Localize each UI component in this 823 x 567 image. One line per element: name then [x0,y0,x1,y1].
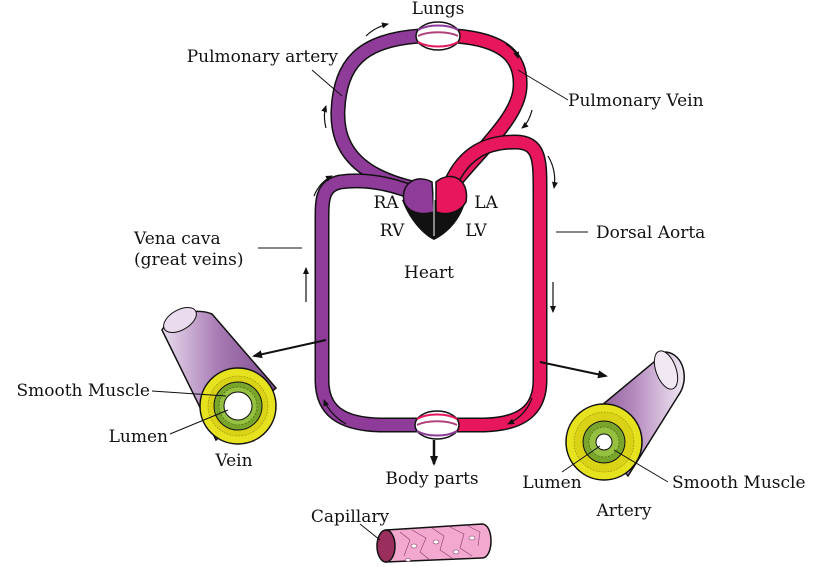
label-capillary: Capillary [311,507,390,527]
leader-lines [151,69,669,541]
label-dorsal-aorta: Dorsal Aorta [596,223,705,243]
label-vein: Vein [214,451,252,471]
label-heart: Heart [404,263,454,283]
vein-lumen [223,391,253,421]
left-atrium [435,175,468,215]
flow-arrows [303,22,558,425]
label-lungs: Lungs [412,0,465,19]
label-smooth-muscle-artery: Smooth Muscle [672,473,806,493]
leader-pulmonary-artery [311,69,343,97]
label-pulmonary-artery: Pulmonary artery [187,47,339,67]
flow-arrow [321,105,327,129]
pulmonary-circuit [330,21,528,198]
flow-arrow [323,399,347,425]
systemic-circuit [314,134,548,440]
label-vena-cava: Vena cava [133,229,221,249]
label-rv: RV [380,221,405,241]
flow-arrow [547,155,558,189]
capillary-illustration [376,523,492,563]
flow-arrow [365,22,389,37]
leader-smooth-muscle-artery [613,449,669,483]
lungs-capillary-bed [415,21,461,51]
vena-cava-vessel [314,173,424,433]
leader-smooth-muscle-vein [151,390,227,397]
flow-arrow [521,109,533,129]
label-great-veins: (great veins) [134,250,243,270]
label-lv: LV [465,221,487,241]
label-artery: Artery [595,501,651,521]
artery-cross-section [565,350,685,481]
heart [402,175,468,240]
vein-cross-section [161,307,278,445]
label-pulmonary-vein: Pulmonary Vein [568,91,704,111]
leader-capillary [359,523,381,541]
flow-arrow [507,397,533,425]
label-lumen-artery: Lumen [522,473,581,493]
arrow-to-artery [539,361,608,379]
label-body-parts: Body parts [385,469,478,489]
flow-arrow [505,43,519,59]
label-ra: RA [373,193,399,213]
pointer-arrows [252,339,608,466]
arrow-to-vein [252,339,327,359]
label-lumen-vein: Lumen [109,427,168,447]
flow-arrow [313,175,333,197]
capillary-opening [376,529,396,563]
leader-lumen-artery [561,445,601,473]
label-smooth-muscle-vein: Smooth Muscle [16,381,150,401]
body-capillary-bed [414,410,460,440]
label-la: LA [474,193,498,213]
leader-pulmonary-vein [517,69,569,101]
leader-lumen-vein [169,409,229,435]
right-atrium [402,178,435,215]
labels: Lungs Pulmonary artery Pulmonary Vein RA… [16,0,805,527]
